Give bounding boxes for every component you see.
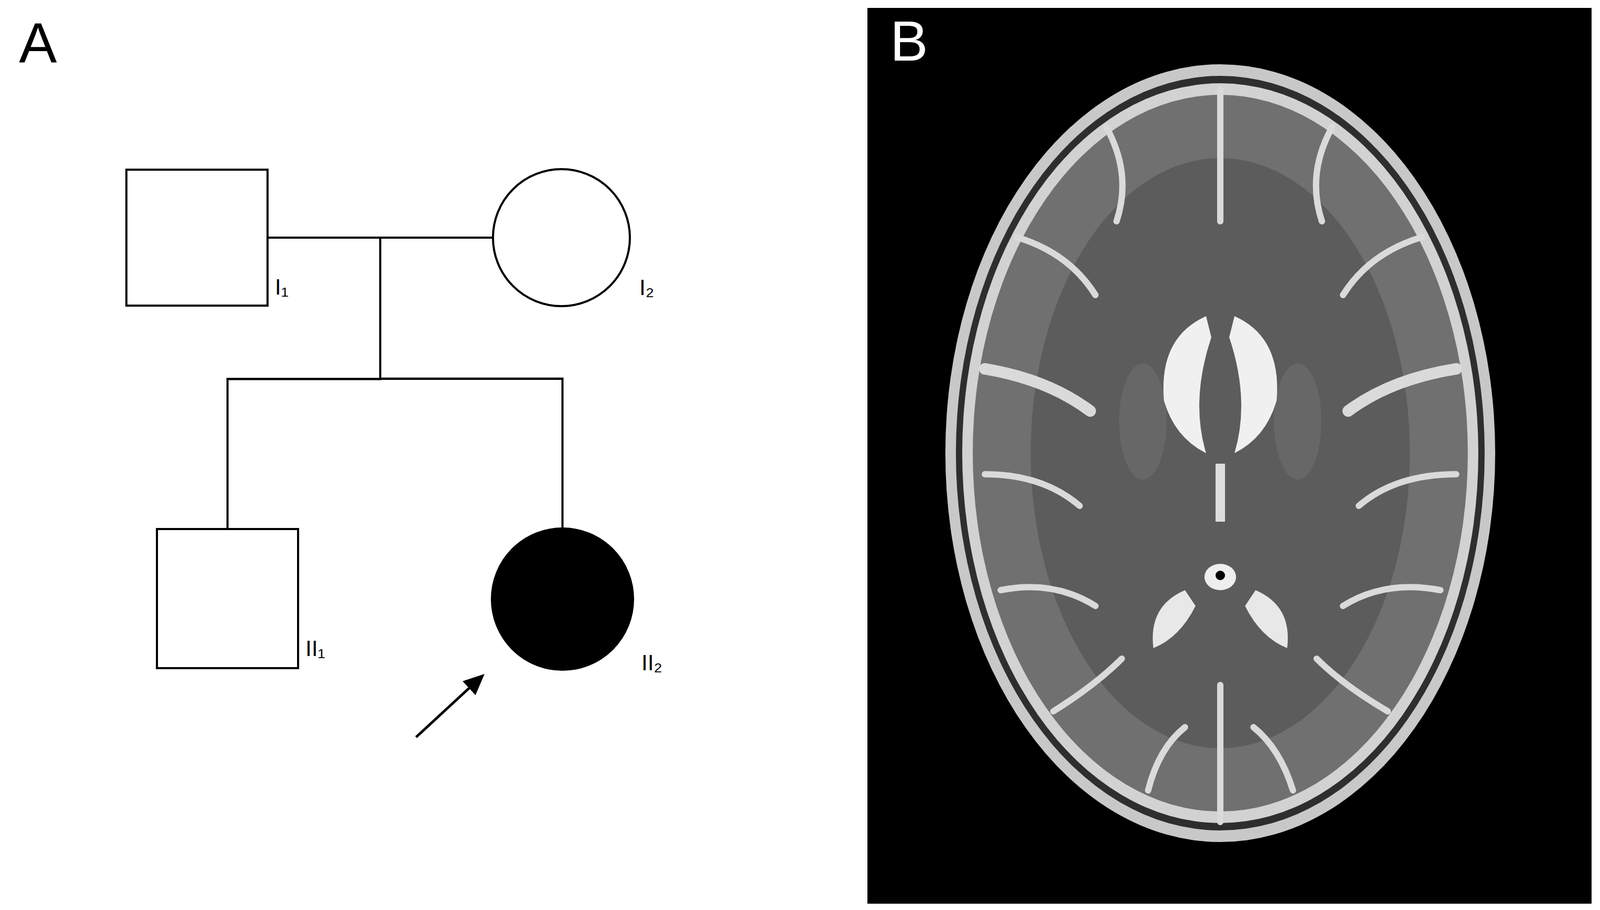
basal-ganglia (1119, 363, 1167, 480)
individual-label: I₂ (639, 276, 655, 299)
female-circle: II₂ (490, 527, 635, 671)
panel-letter: A (18, 14, 57, 72)
sulci (984, 89, 1457, 822)
ventricle (1245, 589, 1288, 648)
node-outline (125, 168, 269, 307)
individual-label: II₂ (641, 651, 663, 674)
circle-outline (491, 528, 634, 670)
male-square: I₁ (125, 168, 269, 307)
basal-ganglia (1273, 363, 1322, 480)
circle-outline (492, 169, 630, 306)
ventricle (1152, 589, 1196, 648)
scalp (945, 64, 1496, 842)
square-outline (156, 528, 299, 668)
white-matter (1030, 157, 1410, 748)
skull (955, 75, 1485, 831)
square-outline (126, 169, 268, 306)
node-outline (155, 527, 300, 669)
panel-letter: B (890, 12, 928, 70)
proband-arrow (416, 673, 485, 737)
mri-background (867, 7, 1592, 904)
individual-label: I₁ (274, 275, 289, 299)
csf-space (962, 83, 1479, 823)
arrow-head (462, 673, 485, 695)
ventricle (1163, 315, 1212, 453)
ventricle (1229, 315, 1278, 453)
node-outline (490, 527, 635, 671)
third-ventricle (1215, 463, 1226, 522)
arrow-shaft (416, 685, 472, 737)
node-outline (491, 168, 631, 308)
cistern (1204, 563, 1237, 590)
female-circle: I₂ (491, 168, 631, 308)
individual-label: II₁ (305, 637, 326, 660)
male-square: II₁ (155, 527, 300, 669)
vessel-dot (1215, 570, 1226, 580)
